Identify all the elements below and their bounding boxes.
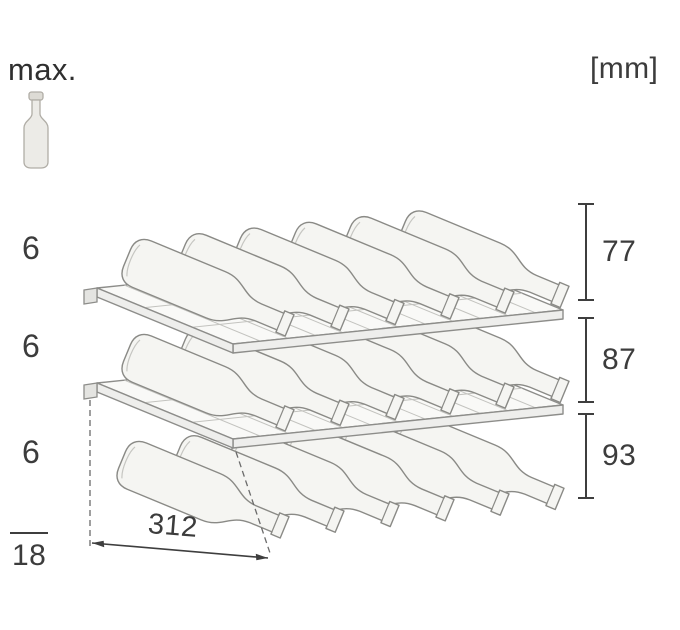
max-label: max. xyxy=(8,52,77,87)
dimension-bracket-93 xyxy=(578,413,594,499)
dimension-label-93: 93 xyxy=(602,439,637,472)
extension-line-right xyxy=(235,451,272,557)
row3-bottle-count: 6 xyxy=(22,434,41,470)
dimension-bracket-77 xyxy=(578,203,594,301)
total-bottle-count: 18 xyxy=(12,539,47,572)
depth-dimension xyxy=(89,400,272,561)
dimension-line xyxy=(91,542,269,559)
arrowhead-left xyxy=(92,540,105,548)
dimension-label-depth: 312 xyxy=(146,508,199,544)
row1-bottle-count: 6 xyxy=(22,230,41,266)
units-label: [mm] xyxy=(590,52,659,85)
max-bottle-icon xyxy=(23,91,49,169)
dimension-bracket-87 xyxy=(578,317,594,403)
dimension-label-77: 77 xyxy=(602,235,637,268)
row2-bottle-count: 6 xyxy=(22,328,41,364)
dimension-label-87: 87 xyxy=(602,343,637,376)
arrowhead-right xyxy=(255,553,268,561)
height-dimension-brackets xyxy=(578,203,594,499)
